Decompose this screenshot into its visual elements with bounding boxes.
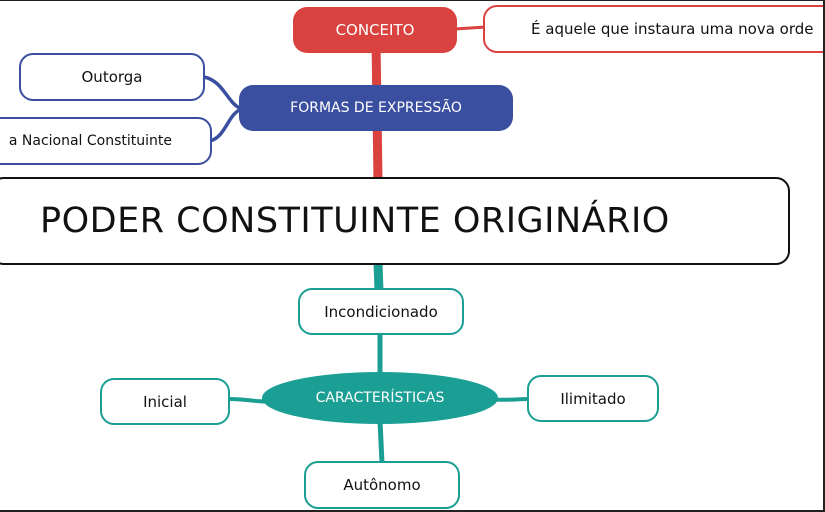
formas-item-label: a Nacional Constituinte	[8, 133, 172, 149]
caracteristica-inicial[interactable]: Inicial	[100, 378, 230, 425]
caracteristica-label: Autônomo	[343, 476, 421, 494]
connector-formas-outorga	[203, 75, 243, 111]
conceito-description-node[interactable]: É aquele que instaura uma nova orde	[483, 5, 823, 53]
formas-item-outorga[interactable]: Outorga	[19, 53, 205, 101]
central-topic[interactable]: PODER CONSTITUINTE ORIGINÁRIO	[0, 177, 790, 265]
caracteristica-autonomo[interactable]: Autônomo	[304, 461, 460, 509]
connector-formas-assembleia	[209, 107, 243, 143]
conceito-node[interactable]: CONCEITO	[293, 7, 457, 53]
caracteristica-label: Inicial	[143, 392, 187, 411]
central-topic-title: PODER CONSTITUINTE ORIGINÁRIO	[40, 201, 670, 241]
caracteristica-ilimitado[interactable]: Ilimitado	[527, 375, 659, 422]
caracteristica-incondicionado[interactable]: Incondicionado	[298, 288, 464, 335]
connector-caracteristicas-trunk	[373, 262, 384, 292]
conceito-description-text: É aquele que instaura uma nova orde	[531, 20, 814, 38]
caracteristica-label: Ilimitado	[560, 389, 626, 408]
caracteristica-label: Incondicionado	[324, 302, 438, 321]
formas-item-assembleia[interactable]: a Nacional Constituinte	[0, 117, 212, 165]
connector-caracteristicas-bottom	[377, 420, 385, 464]
formas-label: FORMAS DE EXPRESSÃO	[290, 100, 462, 116]
connector-conceito-description	[454, 25, 487, 31]
formas-item-label: Outorga	[81, 68, 143, 86]
caracteristicas-label: CARACTERÍSTICAS	[315, 390, 445, 406]
caracteristicas-node[interactable]: CARACTERÍSTICAS	[262, 372, 498, 424]
conceito-label: CONCEITO	[335, 21, 415, 39]
formas-node[interactable]: FORMAS DE EXPRESSÃO	[239, 85, 513, 131]
